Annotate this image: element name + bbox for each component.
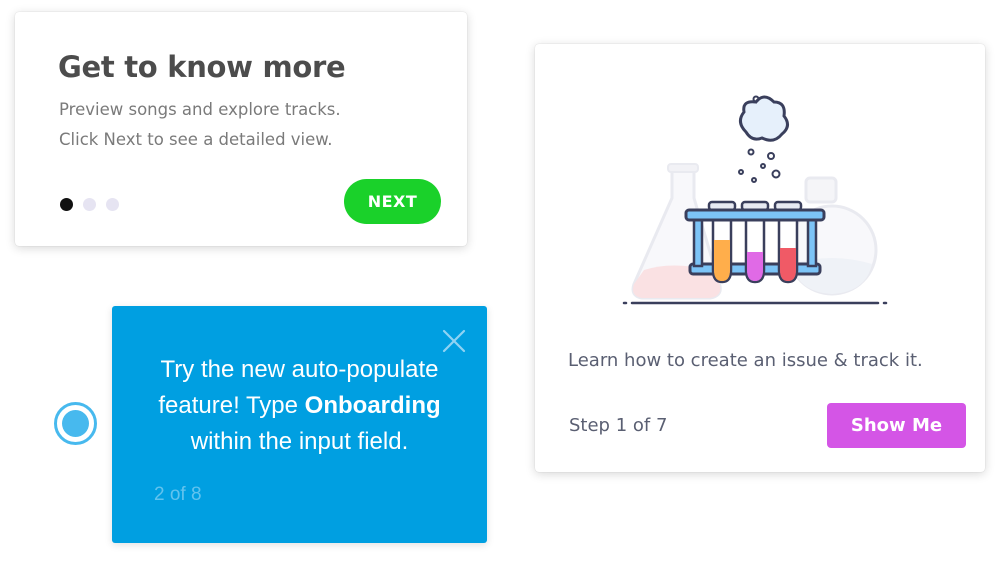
card-description: Learn how to create an issue & track it.	[568, 350, 923, 371]
test-tube-pink	[740, 200, 770, 284]
pagination-dot-3[interactable]	[106, 198, 119, 211]
learn-how-card: Learn how to create an issue & track it.…	[535, 44, 985, 472]
close-icon	[442, 329, 466, 353]
step-indicator: Step 1 of 7	[569, 415, 668, 436]
pagination-dots	[60, 198, 119, 211]
next-button[interactable]: NEXT	[344, 179, 441, 224]
pagination-dot-2[interactable]	[83, 198, 96, 211]
background-flask-right	[786, 176, 878, 296]
test-tube-orange	[707, 200, 737, 284]
bubbles	[738, 95, 781, 183]
card-description-line-1: Preview songs and explore tracks.	[59, 100, 341, 119]
tooltip-keyword: Onboarding	[304, 392, 441, 419]
smoke-cloud	[739, 95, 789, 142]
step-counter: 2 of 8	[154, 484, 202, 505]
lab-test-tubes-illustration	[622, 95, 888, 305]
background-flask-left	[631, 163, 722, 300]
rack-top-bar	[684, 208, 826, 222]
tooltip-message: Try the new auto-populate feature! Type …	[112, 352, 487, 460]
tooltip-line-3: within the input field.	[190, 428, 409, 455]
tooltip-line-2: feature! Type Onboarding	[112, 388, 487, 424]
tooltip-line-2-prefix: feature! Type	[158, 392, 305, 419]
show-me-button[interactable]: Show Me	[827, 403, 966, 448]
pagination-dot-1[interactable]	[60, 198, 73, 211]
test-tube-red	[773, 200, 803, 284]
beacon-core	[62, 410, 89, 437]
get-to-know-card: Get to know more Preview songs and explo…	[15, 12, 467, 246]
close-button[interactable]	[439, 326, 469, 356]
tooltip-line-1: Try the new auto-populate	[160, 356, 439, 383]
card-description-line-2: Click Next to see a detailed view.	[59, 130, 333, 149]
tooltip-card: Try the new auto-populate feature! Type …	[112, 306, 487, 543]
beacon-icon[interactable]	[54, 402, 97, 445]
card-title: Get to know more	[58, 50, 346, 84]
